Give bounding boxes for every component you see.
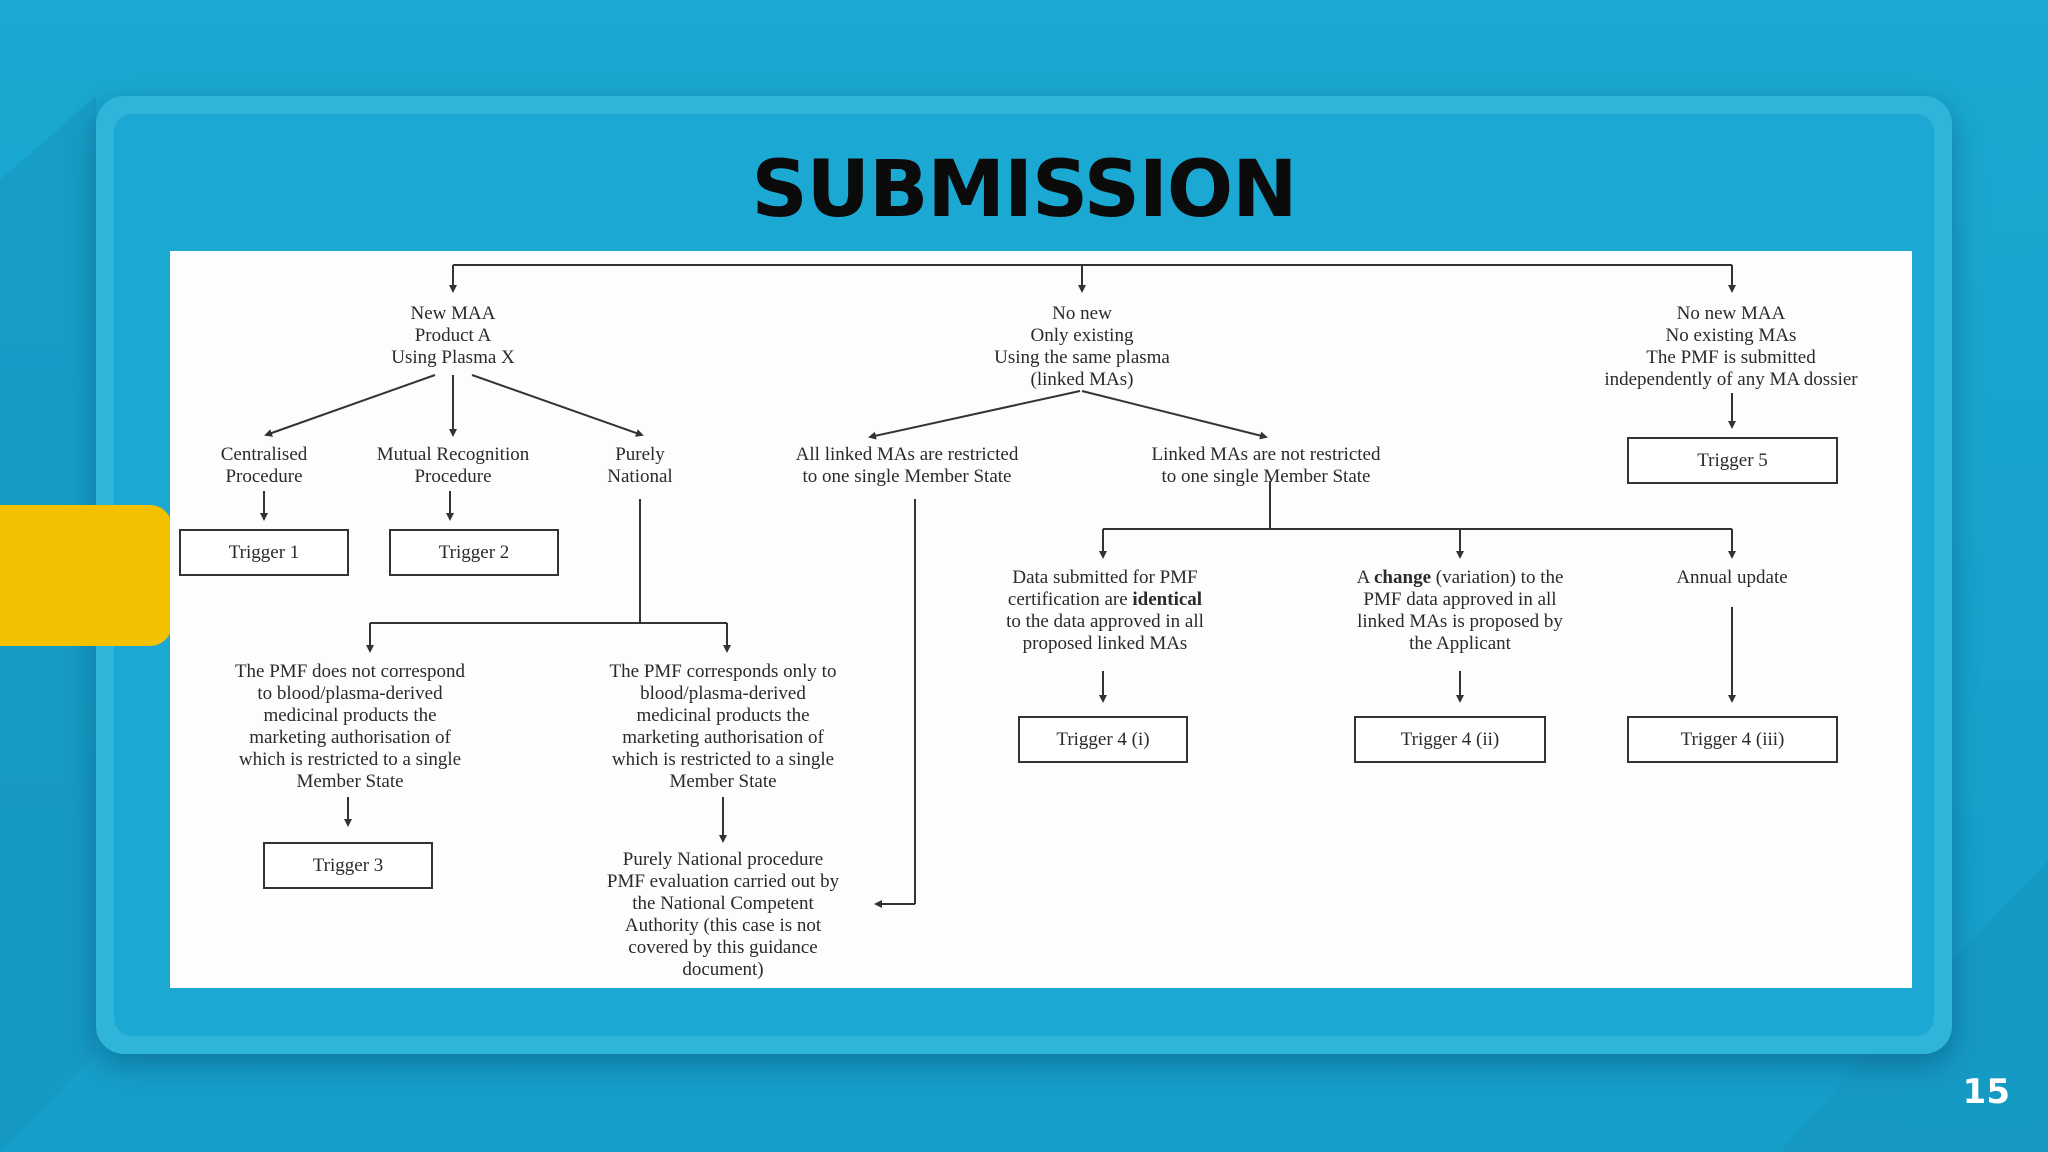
node-line: PMF data approved in all <box>1363 589 1557 610</box>
trigger-4-i-box: Trigger 4 (i) <box>1018 716 1188 763</box>
flowchart-diagram: New MAA Product A Using Plasma X No new … <box>170 251 1912 988</box>
page-number: 15 <box>1962 1072 2010 1112</box>
node-line: Data submitted for PMF <box>1012 567 1198 588</box>
node-purely-national: Purely National <box>590 444 690 488</box>
node-line: A change (variation) to the <box>1310 567 1610 589</box>
node-pmf-not-correspond: The PMF does not correspond to blood/pla… <box>190 661 510 793</box>
node-text-bold: change <box>1374 567 1431 588</box>
node-line: No existing MAs <box>1665 325 1797 346</box>
node-line: All linked MAs are restricted <box>795 444 1019 465</box>
node-change-variation: A change (variation) to the PMF data app… <box>1310 567 1610 655</box>
node-line: Member State <box>669 771 777 792</box>
node-line: to the data approved in all <box>1006 611 1204 632</box>
node-line: covered by this guidance <box>628 937 818 958</box>
node-line: to one single Member State <box>802 466 1012 487</box>
node-line: Procedure <box>414 466 492 487</box>
node-line: New MAA <box>410 303 496 324</box>
node-line: blood/plasma-derived <box>640 683 806 704</box>
node-line: certification are identical <box>965 589 1245 611</box>
node-line: Purely National procedure <box>622 849 824 870</box>
trigger-1-box: Trigger 1 <box>179 529 349 576</box>
flowchart-connectors <box>260 264 1736 908</box>
node-text: certification are <box>1007 589 1133 610</box>
node-all-linked-restricted: All linked MAs are restricted to one sin… <box>742 444 1072 488</box>
node-line: No new MAA <box>1676 303 1786 324</box>
node-line: document) <box>682 959 764 980</box>
node-line: which is restricted to a single <box>238 749 462 770</box>
node-line: proposed linked MAs <box>1022 633 1188 654</box>
node-text: A <box>1356 567 1374 588</box>
trigger-5-box: Trigger 5 <box>1627 437 1838 484</box>
node-line: which is restricted to a single <box>611 749 835 770</box>
node-text: (variation) to the <box>1431 567 1564 588</box>
node-line: linked MAs is proposed by <box>1357 611 1563 632</box>
node-purely-national-procedure: Purely National procedure PMF evaluation… <box>560 849 886 981</box>
trigger-4-ii-box: Trigger 4 (ii) <box>1354 716 1546 763</box>
node-line: marketing authorisation of <box>249 727 451 748</box>
trigger-4-iii-box: Trigger 4 (iii) <box>1627 716 1838 763</box>
node-line: to blood/plasma-derived <box>257 683 443 704</box>
node-new-maa: New MAA Product A Using Plasma X <box>348 303 558 369</box>
trigger-3-box: Trigger 3 <box>263 842 433 889</box>
node-line: the National Competent <box>632 893 814 914</box>
node-no-new: No new Only existing Using the same plas… <box>952 303 1212 391</box>
node-line: Product A <box>414 325 492 346</box>
node-no-new-maa: No new MAA No existing MAs The PMF is su… <box>1550 303 1912 391</box>
node-line: (linked MAs) <box>1030 369 1134 390</box>
node-line: National <box>607 466 673 487</box>
node-centralised: Centralised Procedure <box>174 444 354 488</box>
slide-title: SUBMISSION <box>751 145 1297 235</box>
node-line: medicinal products the <box>636 705 810 726</box>
node-line: Linked MAs are not restricted <box>1151 444 1381 465</box>
trigger-2-box: Trigger 2 <box>389 529 559 576</box>
node-line: Mutual Recognition <box>376 444 530 465</box>
node-pmf-corresponds: The PMF corresponds only to blood/plasma… <box>560 661 886 793</box>
node-line: Member State <box>296 771 404 792</box>
node-line: Procedure <box>225 466 303 487</box>
node-linked-not-restricted: Linked MAs are not restricted to one sin… <box>1096 444 1436 488</box>
node-line: No new <box>1052 303 1112 324</box>
node-line: medicinal products the <box>263 705 437 726</box>
node-line: Using the same plasma <box>994 347 1170 368</box>
node-line: Using Plasma X <box>391 347 515 368</box>
node-line: Only existing <box>1030 325 1134 346</box>
node-mutual-recognition: Mutual Recognition Procedure <box>346 444 560 488</box>
accent-bar <box>0 505 172 646</box>
node-text-bold: identical <box>1132 589 1203 610</box>
node-annual-update: Annual update <box>1676 567 1788 588</box>
node-line: Authority (this case is not <box>624 915 822 936</box>
node-line: to one single Member State <box>1161 466 1371 487</box>
node-data-identical: Data submitted for PMF certification are… <box>965 567 1245 655</box>
node-line: PMF evaluation carried out by <box>606 871 840 892</box>
node-line: Purely <box>615 444 665 465</box>
node-line: The PMF does not correspond <box>234 661 466 682</box>
node-line: the Applicant <box>1409 633 1511 654</box>
node-line: The PMF corresponds only to <box>609 661 837 682</box>
node-line: Centralised <box>220 444 308 465</box>
node-line: independently of any MA dossier <box>1604 369 1858 390</box>
node-line: marketing authorisation of <box>622 727 824 748</box>
node-line: The PMF is submitted <box>1646 347 1816 368</box>
